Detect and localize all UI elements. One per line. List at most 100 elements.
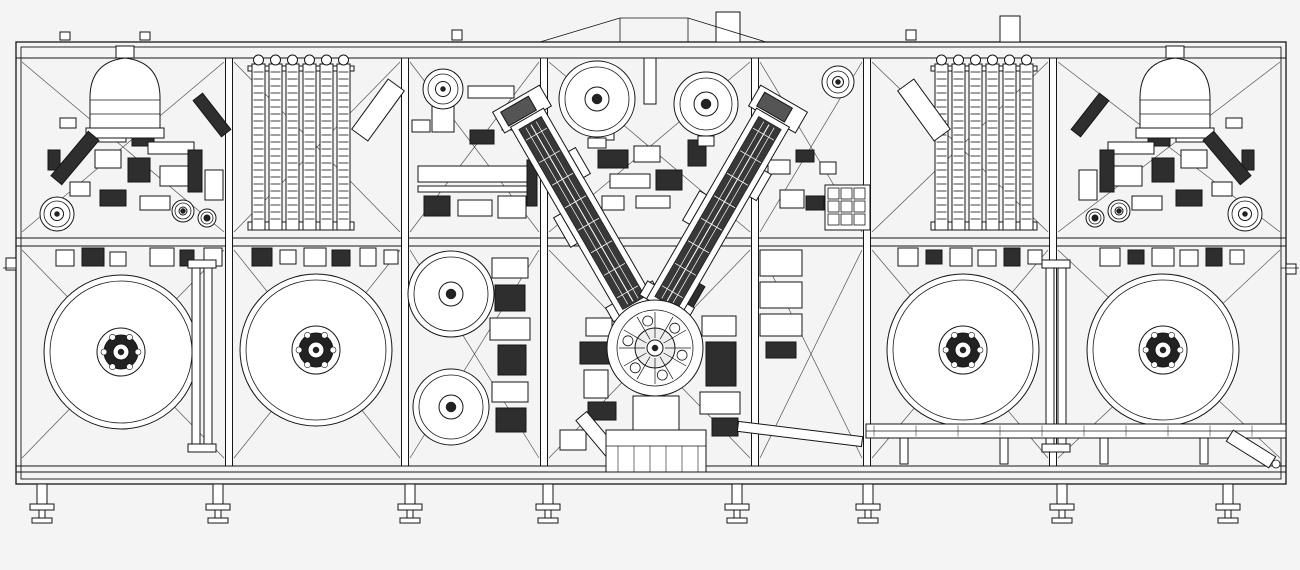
guide-roller <box>1107 199 1131 223</box>
hub-bolt <box>304 361 311 369</box>
foot-plate <box>397 503 423 511</box>
component-box <box>585 317 613 337</box>
frame-inner <box>20 46 1282 480</box>
component-box <box>331 249 351 267</box>
cabinet-cell <box>827 187 840 200</box>
reel-rim-inner <box>413 256 489 332</box>
hub-bolt <box>1142 346 1150 354</box>
hub-dot <box>440 86 446 92</box>
arm-tick <box>525 127 548 141</box>
component-box <box>715 11 741 43</box>
component-box <box>949 247 973 267</box>
component-box <box>1205 247 1223 267</box>
bowl-top-knob <box>115 45 135 59</box>
angled-component <box>896 78 952 142</box>
component-box <box>303 247 327 267</box>
rack-top-roller <box>304 54 315 66</box>
top-reel-left <box>558 60 636 138</box>
component-box <box>1003 247 1021 267</box>
component-box <box>203 265 213 445</box>
frame-post <box>863 57 871 467</box>
foot-pad <box>537 517 559 524</box>
rack-tie-top <box>247 65 355 72</box>
component-box <box>139 31 151 41</box>
hub-bolt <box>1151 331 1158 339</box>
leveling-foot <box>397 483 423 524</box>
incline-body <box>736 420 864 448</box>
component-box <box>579 341 611 365</box>
hub-dot <box>835 79 841 85</box>
foot-pad <box>1051 517 1073 524</box>
component-box <box>497 344 527 376</box>
foot-pad <box>726 517 748 524</box>
overlay-components <box>187 257 1071 453</box>
component-box <box>795 149 815 163</box>
foot-stem <box>731 483 743 505</box>
arm-tick <box>726 172 749 186</box>
conveyor-support <box>999 437 1009 465</box>
hub-dot <box>1159 346 1167 354</box>
hub-dot <box>180 208 186 214</box>
component-box <box>1099 247 1121 267</box>
leveling-foot <box>724 483 750 524</box>
hub-bolt <box>321 361 328 369</box>
component-box <box>204 169 224 201</box>
component-box <box>977 249 997 267</box>
arm-side-tab <box>567 146 592 179</box>
arm-tick <box>661 285 684 299</box>
component-box <box>1151 157 1175 183</box>
v-index-arms <box>491 84 809 323</box>
foot-stem <box>1222 483 1234 505</box>
cabinet-cell <box>840 213 853 226</box>
turret-spoke <box>623 329 647 344</box>
component-box <box>191 265 201 445</box>
frame-post <box>751 57 759 467</box>
reel-rim-inner <box>427 73 459 105</box>
leveling-foot <box>1049 483 1075 524</box>
angled-box <box>350 78 406 142</box>
hub-dot <box>1092 215 1098 221</box>
foot-plate <box>724 503 750 511</box>
component-box <box>467 85 515 99</box>
turret-pedestal <box>632 395 680 431</box>
index-arm-right <box>638 84 809 323</box>
component-box <box>187 443 217 453</box>
frame-post <box>225 57 233 467</box>
turret-spoke <box>659 356 674 380</box>
component-box <box>1175 189 1203 207</box>
turret-dot <box>651 344 659 352</box>
grid-cabinet <box>824 184 871 231</box>
component-box <box>925 249 943 265</box>
cabinet-cell <box>853 200 866 213</box>
hub-dot <box>117 348 125 356</box>
reel-rim-inner <box>1092 279 1234 421</box>
component-box <box>47 149 61 171</box>
hub-bolt <box>109 363 116 371</box>
hub-bolt <box>295 346 303 354</box>
component-box <box>1151 247 1175 267</box>
reel-rim-inner <box>679 77 733 131</box>
component-box <box>457 199 493 217</box>
rack-top-roller <box>970 54 981 66</box>
foot-pad <box>207 517 229 524</box>
conveyor-support <box>1199 437 1209 465</box>
arm-tick <box>674 262 697 276</box>
foot-stem <box>36 483 48 505</box>
turret-station <box>669 322 681 334</box>
guide-roller <box>171 199 195 223</box>
component-box <box>1045 265 1055 445</box>
component-box <box>59 117 77 129</box>
hub-bolt <box>1151 361 1158 369</box>
component-box <box>635 195 671 209</box>
component-box <box>759 313 803 337</box>
hub-bolt <box>304 331 311 339</box>
component-box <box>494 284 526 312</box>
hub-bolt <box>126 363 133 371</box>
component-box <box>905 29 917 41</box>
top-reel-right <box>673 71 739 137</box>
component-box <box>765 341 797 359</box>
foot-plate <box>535 503 561 511</box>
payoff-reel-1 <box>43 274 199 430</box>
component-box <box>601 195 625 211</box>
frame-post <box>540 57 548 467</box>
